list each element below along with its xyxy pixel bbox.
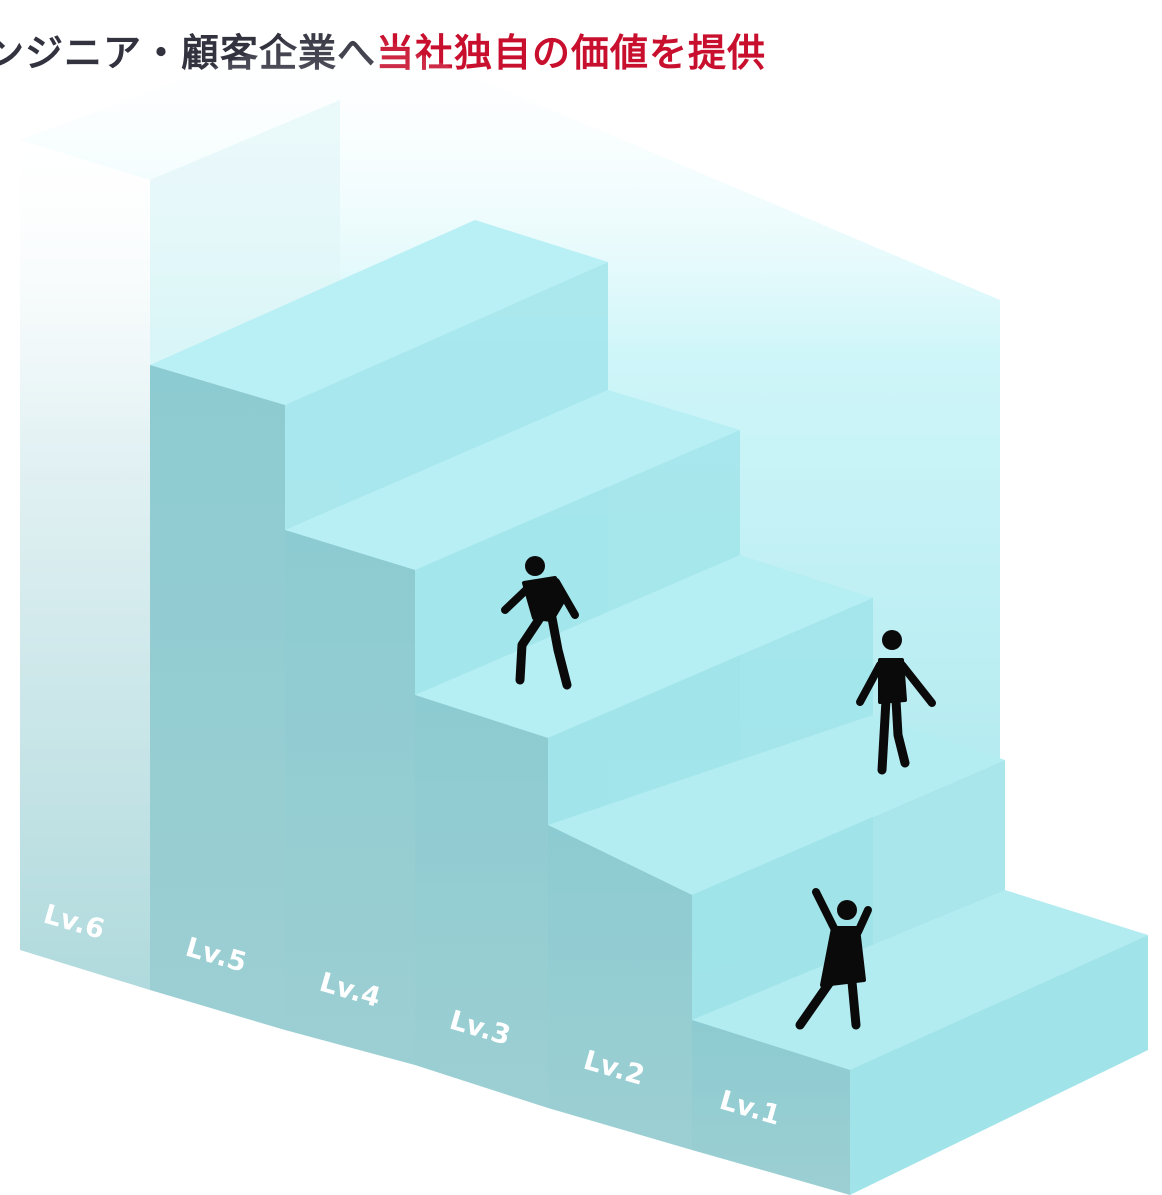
stepping-person-icon [856, 630, 936, 775]
cheering-person-icon [795, 888, 872, 1030]
step-lv1 [692, 890, 1148, 1195]
walking-person-icon [501, 556, 579, 690]
